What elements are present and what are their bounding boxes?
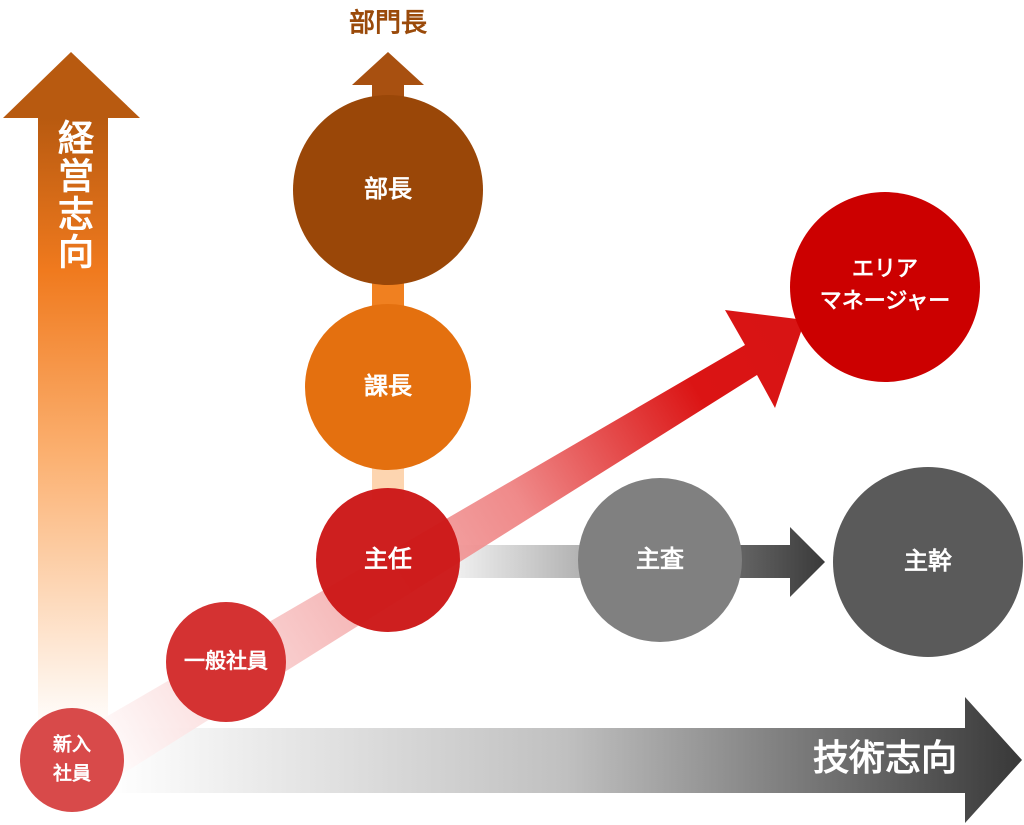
node-bucho: 部長: [293, 95, 483, 285]
node-area-label-1: エリア: [852, 257, 918, 282]
node-shunin: 主任: [316, 488, 460, 632]
node-kacho: 課長: [305, 304, 471, 470]
node-ippan: 一般社員: [166, 602, 286, 722]
management-axis-arrow: [3, 52, 140, 730]
node-bucho-label: 部長: [364, 175, 413, 203]
node-ippan-label: 一般社員: [184, 649, 268, 673]
node-shunin-label: 主任: [364, 545, 412, 573]
node-shinnyu: 新入 社員: [20, 708, 124, 812]
node-area-label-2: マネージャー: [820, 289, 950, 314]
node-shukan: 主幹: [833, 467, 1023, 657]
node-shusa: 主査: [578, 478, 742, 642]
management-axis-label: 経営志向: [52, 119, 94, 271]
node-shusa-label: 主査: [636, 545, 684, 573]
node-area-manager: エリア マネージャー: [790, 192, 980, 382]
technical-axis-label: 技術志向: [813, 738, 957, 779]
department-head-label: 部門長: [349, 9, 428, 39]
technical-axis-arrow: [110, 697, 1022, 823]
node-shinnyu-label-2: 社員: [52, 762, 91, 785]
node-kacho-label: 課長: [364, 372, 413, 400]
node-shukan-label: 主幹: [904, 547, 953, 575]
node-shinnyu-label-1: 新入: [53, 733, 91, 756]
